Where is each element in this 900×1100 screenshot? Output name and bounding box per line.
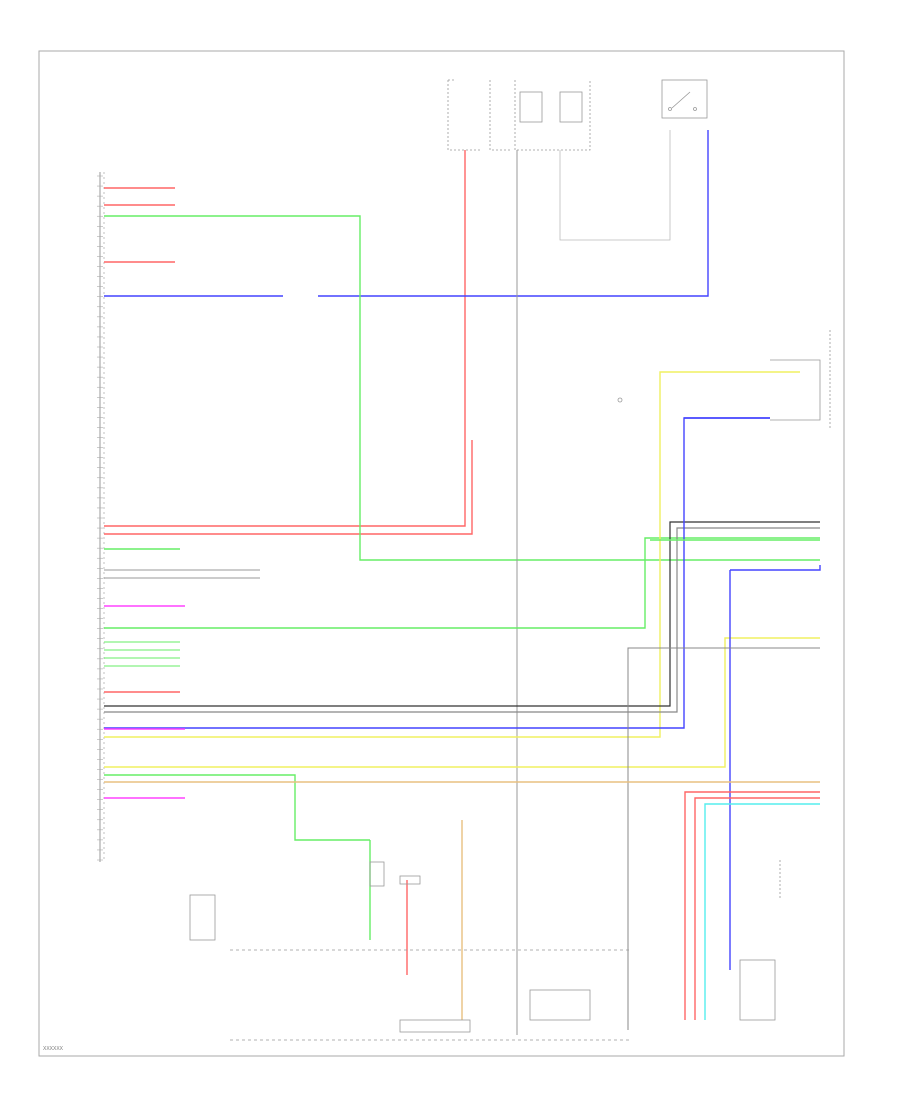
- lower-components: [189, 330, 831, 1041]
- wire-blue-top: [104, 130, 709, 297]
- wire-cyan: [704, 803, 820, 1020]
- diagram-frame: [38, 50, 845, 1057]
- wire-gray-top: [559, 130, 671, 241]
- wire-dark-1: [104, 521, 820, 707]
- ecm-connector: [97, 172, 105, 862]
- wire-gray-2: [104, 527, 820, 713]
- wire-green-top: [104, 215, 820, 561]
- wire-red-2: [104, 440, 473, 535]
- ecm-pin-ticks: [97, 175, 103, 861]
- wire-green-mid: [104, 537, 820, 629]
- footer-code: XXXXXX: [43, 1046, 64, 1052]
- wire-red-1: [104, 150, 466, 527]
- wire-yellow-2: [104, 637, 820, 768]
- wire-gray-right: [627, 647, 820, 1030]
- top-fuse-blocks: [447, 79, 708, 151]
- wire-yellow-1: [104, 371, 800, 738]
- wire-red-right-2: [694, 797, 820, 1020]
- wire-green-stub: [104, 641, 180, 667]
- wire-red-right: [684, 791, 820, 1020]
- wire-blue-right: [729, 565, 821, 970]
- wire-green-sensor: [104, 774, 370, 841]
- wires: [104, 130, 821, 1035]
